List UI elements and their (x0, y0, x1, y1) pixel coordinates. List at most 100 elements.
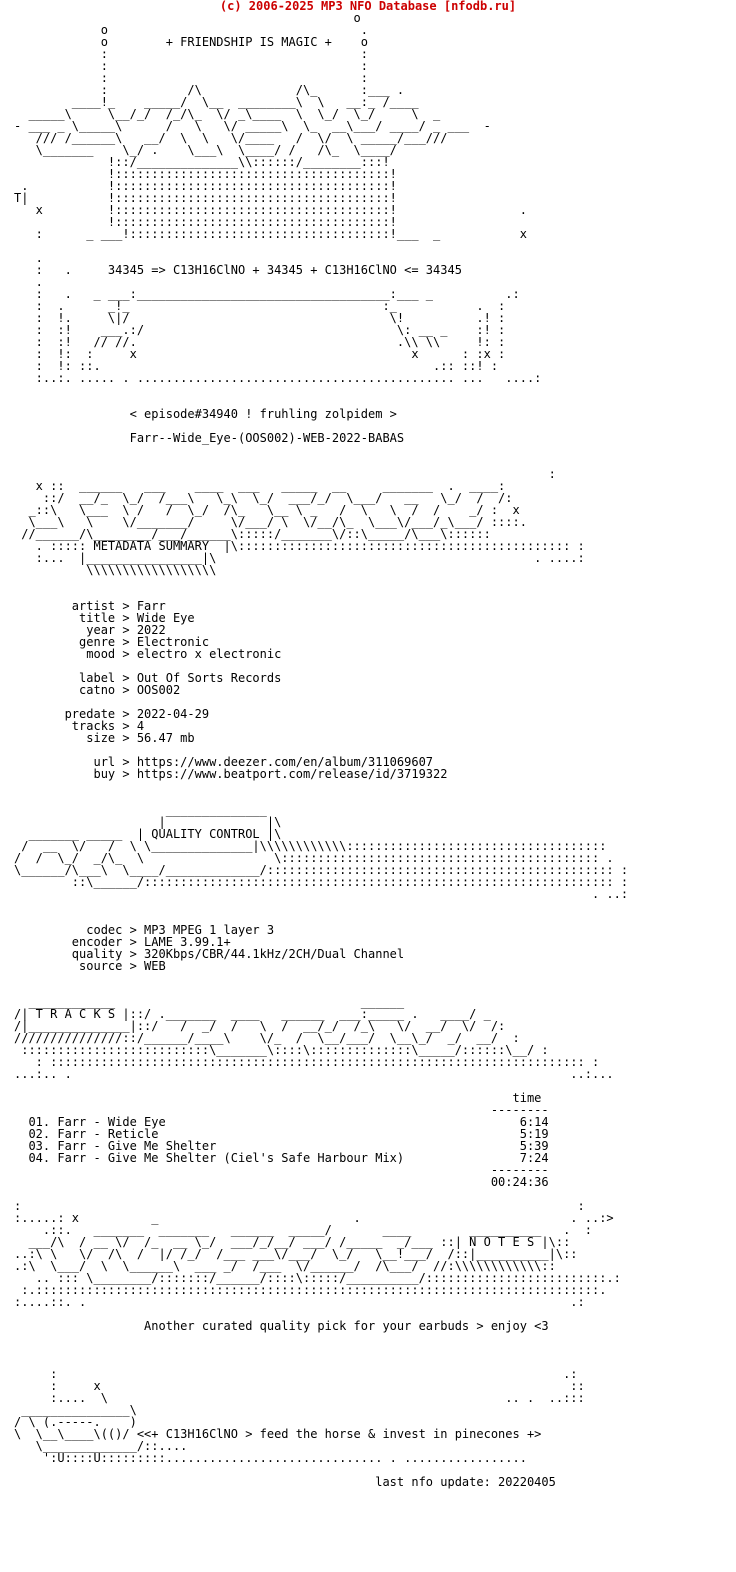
site-copyright-header: (c) 2006-2025 MP3 NFO Database [nfodb.ru… (219, 0, 517, 13)
nfo-line: .:\ \___/ \ \______\ ___ _/ /___ \/_____… (14, 1259, 556, 1273)
nfo-line: _______ _____ | QUALITY CONTROL |\ (14, 827, 282, 841)
nfo-line: .::. _______ _______ ______ _____/ ____ … (14, 1223, 592, 1237)
nfo-line: ::::::::::::::::::::::::::\_______\::::\… (14, 1043, 549, 1057)
nfo-line: . ..: (14, 887, 629, 901)
nfo-line: /// /______\ __/ \ \ \/____ / \/ \ _____… (14, 131, 448, 145)
nfo-line: ____!_ _____/ \__ ________\ \ __:_ /____ (14, 95, 419, 109)
nfo-line: : .: (14, 1367, 578, 1381)
nfo-line: . !:::::::::::::::::::::::::::::::::::::… (14, 179, 397, 193)
nfo-line: mood > electro x electronic (14, 647, 282, 661)
nfo-line: < episode#34940 ! fruhling zolpidem > (14, 407, 397, 421)
nfo-line: encoder > LAME 3.99.1+ (14, 935, 231, 949)
nfo-line: : ::::::::::::::::::::::::::::::::::::::… (14, 1055, 600, 1069)
nfo-line: 03. Farr - Give Me Shelter 5:39 (14, 1139, 549, 1153)
nfo-line: :..:. ..... . ..........................… (14, 371, 542, 385)
nfo-line: \___\ \ \/_______/ \/___/ \ \/__/\_ \___… (14, 515, 527, 529)
nfo-text-body: o o . o + FRIENDSHIP IS MAGIC + o : : : (14, 12, 628, 1488)
nfo-line: /| T R A C K S |::/ ._______ ____ ______… (14, 1007, 491, 1021)
nfo-line: :.::::::::::::::::::::::::::::::::::::::… (14, 1283, 607, 1297)
nfo-line: 02. Farr - Reticle 5:19 (14, 1127, 549, 1141)
nfo-line: _::\ \___ \ / / \_/ /\_ \__ \ _ / \ \ / … (14, 503, 520, 517)
nfo-line: time (14, 1091, 542, 1105)
nfo-line: catno > OOS002 (14, 683, 181, 697)
nfo-line: \\\\\\\\\\\\\\\\\\ (14, 563, 217, 577)
nfo-line: \_____________/::.... (14, 1439, 188, 1453)
nfo-line: o . (14, 23, 369, 37)
nfo-line: 01. Farr - Wide Eye 6:14 (14, 1115, 549, 1129)
nfo-line: -------- (14, 1103, 549, 1117)
nfo-line: Another curated quality pick for your ea… (14, 1319, 549, 1333)
nfo-line: last nfo update: 20220405 (14, 1475, 556, 1489)
nfo-line: \ \__\____\(()/ <<+ C13H16ClNO > feed th… (14, 1427, 542, 1441)
nfo-line: ':U::::U:::::::::.......................… (14, 1451, 527, 1465)
nfo-line: \_______ \_/ . \___\ \____/ / /\_ \____/ (14, 143, 397, 157)
nfo-line: genre > Electronic (14, 635, 210, 649)
nfo-line: //______/\________/___/______\:::::/____… (14, 527, 491, 541)
nfo-line: /|______________|::/ / _/ / \ / __/_/ /_… (14, 1019, 506, 1033)
nfo-line: label > Out Of Sorts Records (14, 671, 282, 685)
nfo-line: : : (14, 71, 369, 85)
nfo-line: ..:\ \ \/ /\ / |/ /_/ /___ ___\/___/ \_/… (14, 1247, 578, 1261)
nfo-line: artist > Farr (14, 599, 166, 613)
nfo-line: : _ ___!::::::::::::::::::::::::::::::::… (14, 227, 527, 241)
nfo-line: x :: ______ ___ ____ ___ _____ __ ______… (14, 479, 506, 493)
nfo-line: ______________ (14, 803, 267, 817)
nfo-line: ::/ __/_ \_/ /___\ \_\ \_/ ___/_/ \___/ … (14, 491, 513, 505)
nfo-line: : :! // //. .\\ \\ !: : (14, 335, 506, 349)
nfo-line: / \ (.-----. ) (14, 1415, 137, 1429)
nfo-line: title > Wide Eye (14, 611, 195, 625)
nfo-line: year > 2022 (14, 623, 166, 637)
nfo-line: :....::. . .: (14, 1295, 585, 1309)
nfo-line: ____________ ______ (14, 995, 412, 1009)
nfo-line: : !: ::. .:: ::! : (14, 359, 499, 373)
nfo-line: / / \_/ _/\_ \ \::::::::::::::::::::::::… (14, 851, 614, 865)
nfo-line: : (14, 467, 556, 481)
nfo-line: ///////////////::/______/____\ \/_ / \__… (14, 1031, 520, 1045)
nfo-line: :.... \ .. . ..::: (14, 1391, 585, 1405)
nfo-line: o (14, 11, 361, 25)
nfo-line: : : (14, 1199, 585, 1213)
nfo-line: source > WEB (14, 959, 166, 973)
nfo-line: size > 56.47 mb (14, 731, 195, 745)
nfo-line: - ___ _ \_____\ / \ \/ _____\ \_ __\___/… (14, 119, 491, 133)
nfo-line: tracks > 4 (14, 719, 145, 733)
nfo-line: : /\ /\_ :___ . (14, 83, 405, 97)
nfo-line: .. ::: \________/:::::::/______/::::\:::… (14, 1271, 621, 1285)
nfo-line: . ::::: METADATA SUMMARY |\:::::::::::::… (14, 539, 585, 553)
nfo-line: x !:::::::::::::::::::::::::::::::::::::… (14, 203, 527, 217)
nfo-line: : : (14, 47, 369, 61)
nfo-line: . (14, 251, 43, 265)
nfo-line: : x :: (14, 1379, 585, 1393)
nfo-line: | |\ (14, 815, 282, 829)
nfo-line: 04. Farr - Give Me Shelter (Ciel's Safe … (14, 1151, 549, 1165)
nfo-line: codec > MP3 MPEG 1 layer 3 (14, 923, 275, 937)
nfo-line: : . 34345 => C13H16ClNO + 34345 + C13H16… (14, 263, 462, 277)
nfo-line: : :! ___.:/ \: __ _ :! : (14, 323, 506, 337)
nfo-line: _____\ \__/_/ /_/\_ \/ _\____ \ \_/ \_/ … (14, 107, 441, 121)
nfo-line: : : (14, 59, 369, 73)
nfo-line: \______/\___\ \____/_____________/::::::… (14, 863, 629, 877)
nfo-line: !::::::::::::::::::::::::::::::::::::::! (14, 215, 397, 229)
nfo-line: !::/______________\\::::::/________:::! (14, 155, 390, 169)
nfo-line: !::::::::::::::::::::::::::::::::::::::! (14, 167, 397, 181)
nfo-line: T| !::::::::::::::::::::::::::::::::::::… (14, 191, 397, 205)
nfo-line: url > https://www.deezer.com/en/album/31… (14, 755, 434, 769)
nfo-line: : . _ ___:______________________________… (14, 287, 520, 301)
nfo-line: Farr--Wide_Eye-(OOS002)-WEB-2022-BABAS (14, 431, 405, 445)
nfo-line: ::\______/::::::::::::::::::::::::::::::… (14, 875, 629, 889)
nfo-line: o + FRIENDSHIP IS MAGIC + o (14, 35, 369, 49)
nfo-line: ___/\ / __ \/ /_ __ \_/ ___/_/__/ ___/ /… (14, 1235, 571, 1249)
nfo-line: . (14, 275, 43, 289)
nfo-line: :.....: x _ . . ..:> (14, 1211, 614, 1225)
nfo-line: quality > 320Kbps/CBR/44.1kHz/2CH/Dual C… (14, 947, 405, 961)
nfo-line: 00:24:36 (14, 1175, 549, 1189)
nfo-line: -------- (14, 1163, 549, 1177)
nfo-line: : !. \|/ \! .! : (14, 311, 506, 325)
nfo-line: / __ \/ / \ \______________|\\\\\\\\\\\\… (14, 839, 607, 853)
nfo-line: buy > https://www.beatport.com/release/i… (14, 767, 448, 781)
nfo-line: _______________\ (14, 1403, 137, 1417)
nfo-line: : . _!_ :_ . : (14, 299, 506, 313)
nfo-line: : !: : x x : :x : (14, 347, 506, 361)
nfo-line: predate > 2022-04-29 (14, 707, 210, 721)
